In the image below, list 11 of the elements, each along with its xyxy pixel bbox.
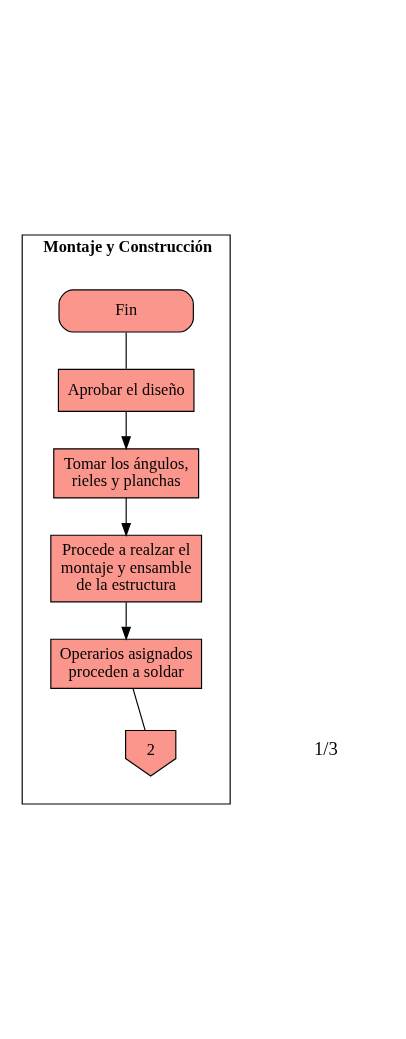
connector xyxy=(132,687,146,731)
connector xyxy=(125,331,127,370)
arrow xyxy=(121,410,132,451)
node-box: Operarios asignados proceden a soldar xyxy=(50,638,203,689)
node-box: Aprobar el diseño xyxy=(57,368,195,412)
node-box: Fin xyxy=(58,289,194,333)
node-box: Tomar los ángulos, rieles y planchas xyxy=(53,448,200,499)
label: 1/3 xyxy=(314,738,338,760)
node-box: Procede a realzar el montaje y ensamble de la estructura xyxy=(50,534,203,603)
arrow xyxy=(121,497,132,537)
arrow xyxy=(121,601,132,641)
